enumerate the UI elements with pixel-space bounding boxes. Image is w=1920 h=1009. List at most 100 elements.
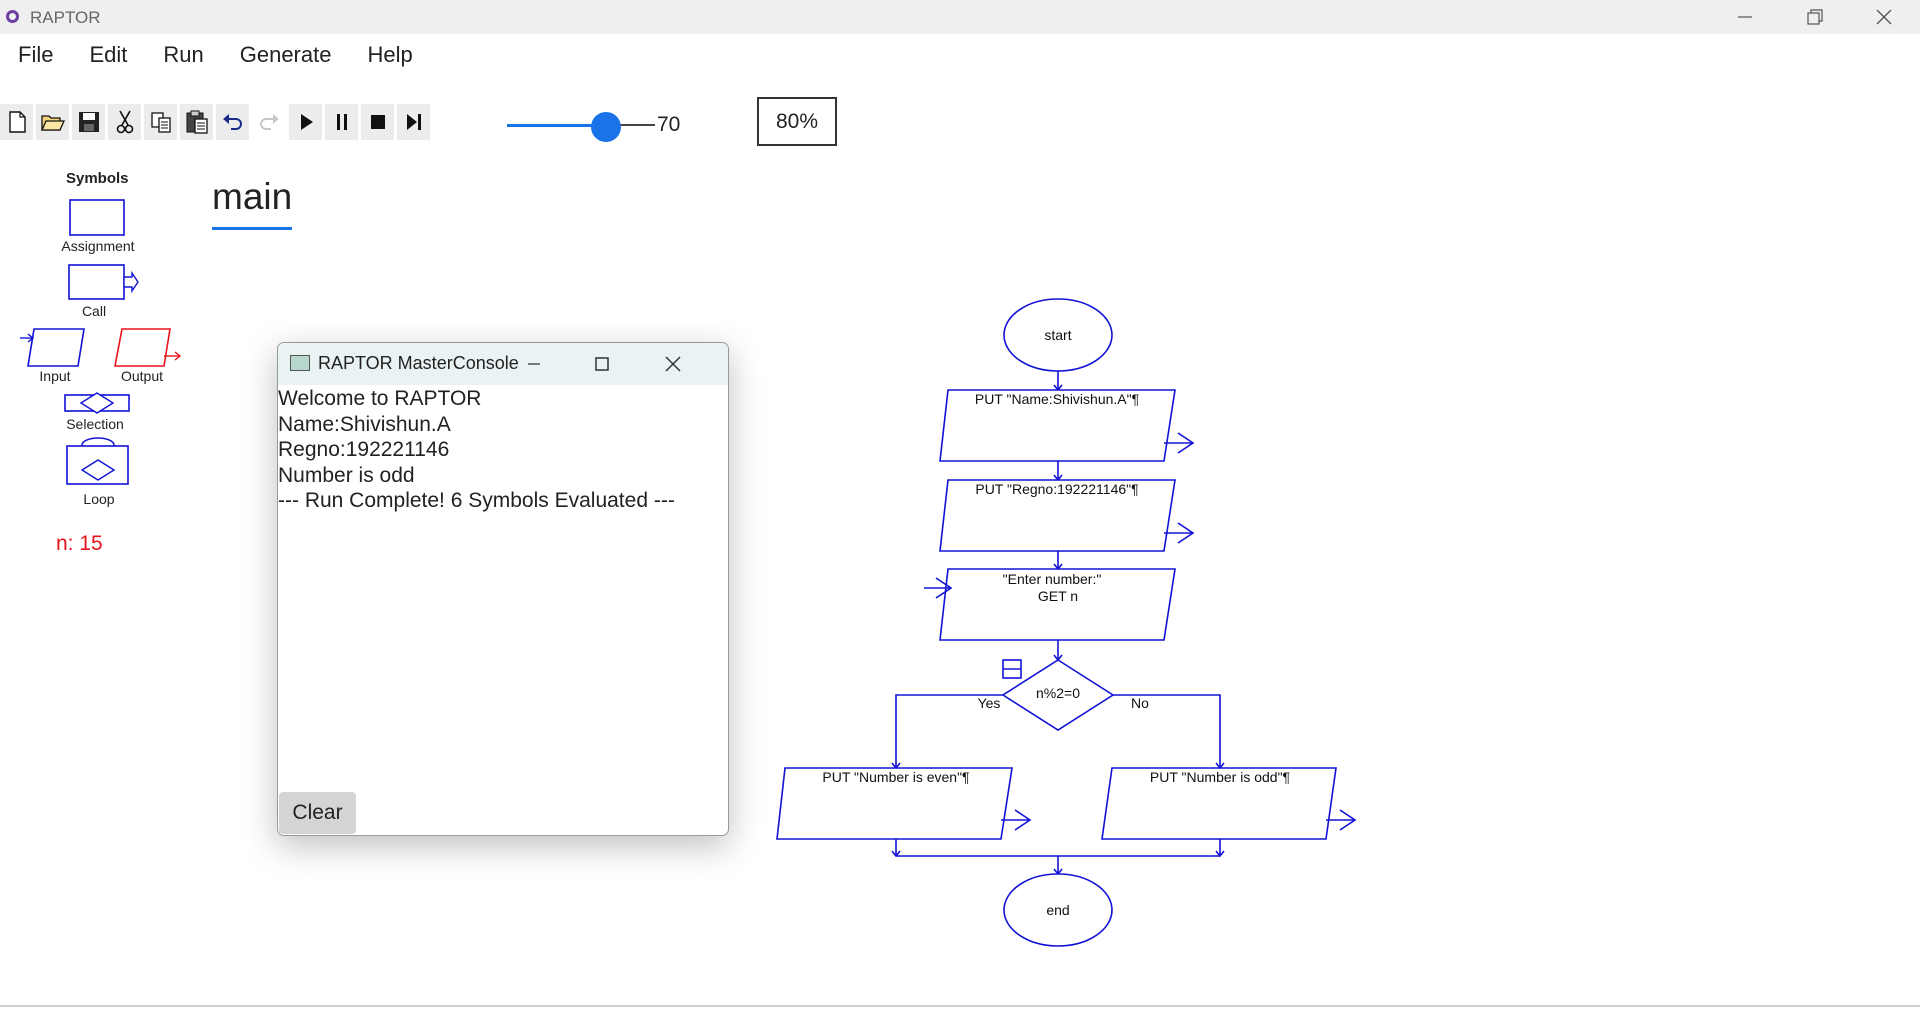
menu-bar: File Edit Run Generate Help [0,42,431,76]
symbol-label-loop: Loop [83,491,115,507]
symbol-label-input: Input [39,368,71,384]
console-title: RAPTOR MasterConsole [318,353,519,373]
close-icon [1876,9,1892,25]
symbol-label-output: Output [120,368,164,384]
menu-run[interactable]: Run [163,42,204,67]
flow-selection-diamond[interactable] [1001,659,1115,731]
save-icon [78,112,99,132]
flow-arrowhead [1014,809,1032,831]
selection-symbol[interactable] [64,392,130,414]
step-icon [406,114,421,130]
flow-selection-label: n%2=0 [1036,685,1080,701]
pause-button[interactable] [325,104,358,140]
window-title: RAPTOR [30,8,101,27]
minimize-icon [1738,16,1752,18]
flow-output-regno[interactable] [939,479,1176,552]
slider-track-filled [507,124,605,127]
output-symbol[interactable] [114,328,182,367]
open-button[interactable] [36,104,69,140]
menu-generate[interactable]: Generate [239,42,332,67]
console-close-button[interactable] [643,343,703,385]
menu-edit[interactable]: Edit [89,42,128,67]
tab-main-underline [212,227,292,230]
flow-output-even-label: PUT "Number is even"¶ [822,769,969,785]
console-title-bar: RAPTOR MasterConsole [278,343,728,385]
speed-value: 70 [657,113,681,136]
title-bar: RAPTOR [0,0,1920,34]
flow-end-label: end [1046,902,1069,918]
flow-start-label: start [1044,327,1071,343]
flow-end-terminal[interactable] [1003,873,1113,947]
loop-symbol[interactable] [66,437,129,485]
input-symbol[interactable] [20,328,85,367]
menu-file[interactable]: File [18,42,54,67]
zoom-value: 80% [775,109,819,133]
status-divider [0,1005,1920,1007]
flow-output-regno-label: PUT "Regno:192221146"¶ [975,481,1138,497]
variable-watch-n: n: 15 [56,532,103,555]
flow-output-name-label: PUT "Name:Shivishun.A"¶ [975,391,1139,407]
symbol-label-assignment: Assignment [61,238,135,254]
console-line: Name:Shivishun.A [278,412,451,436]
copy-button[interactable] [144,104,177,140]
symbol-label-selection: Selection [66,416,124,432]
close-button[interactable] [1849,0,1919,34]
maximize-icon [595,357,609,371]
master-console-window: RAPTOR MasterConsole Welcome to RAPTOR N… [277,342,729,836]
call-symbol[interactable] [68,264,139,300]
restore-icon [1807,9,1823,25]
flow-no-branch-line [1113,694,1221,768]
redo-button[interactable] [252,104,285,140]
paste-icon [186,110,208,134]
new-button[interactable] [0,104,33,140]
play-icon [300,114,313,130]
cut-icon [116,110,133,134]
paste-button[interactable] [180,104,213,140]
flow-input-prompt-label: "Enter number:" [1003,571,1102,587]
cut-button[interactable] [108,104,141,140]
save-button[interactable] [72,104,105,140]
console-maximize-button[interactable] [572,343,632,385]
flow-output-odd-label: PUT "Number is odd"¶ [1150,769,1290,785]
flow-yes-label: Yes [978,695,1001,711]
copy-icon [150,112,171,133]
speed-slider[interactable] [507,112,655,142]
stop-icon [370,115,385,129]
flow-output-name[interactable] [939,389,1176,462]
redo-icon [259,114,279,130]
console-line: Regno:192221146 [278,438,450,462]
slider-thumb[interactable] [591,112,621,142]
flow-output-odd[interactable] [1101,767,1337,840]
undo-icon [222,114,242,130]
console-minimize-button[interactable] [504,343,564,385]
symbol-label-call: Call [81,303,107,319]
restore-button[interactable] [1780,0,1850,34]
undo-button[interactable] [216,104,249,140]
flow-input-n[interactable] [939,568,1176,641]
close-icon [665,356,681,372]
console-app-icon [290,355,310,371]
open-folder-icon [40,115,65,131]
console-line: Number is odd [278,463,415,487]
tab-main[interactable]: main [212,176,293,217]
console-output[interactable]: Welcome to RAPTOR Name:Shivishun.A Regno… [278,386,728,514]
console-line: --- Run Complete! 6 Symbols Evaluated --… [278,489,675,513]
new-file-icon [8,111,26,133]
flow-arrowhead [935,577,953,599]
clear-button[interactable]: Clear [279,792,356,834]
minimize-button[interactable] [1710,0,1780,34]
assignment-symbol[interactable] [69,199,125,236]
stop-button[interactable] [361,104,394,140]
zoom-combobox[interactable]: 80% [757,97,837,146]
step-button[interactable] [397,104,430,140]
play-button[interactable] [289,104,322,140]
minimize-icon [528,363,540,365]
console-line: Welcome to RAPTOR [278,387,482,410]
flow-no-label: No [1131,695,1149,711]
menu-help[interactable]: Help [367,42,413,67]
flow-output-even[interactable] [776,767,1013,840]
raptor-logo-icon [6,10,19,23]
flow-arrowhead [1339,809,1357,831]
slider-track-rest [605,124,655,126]
